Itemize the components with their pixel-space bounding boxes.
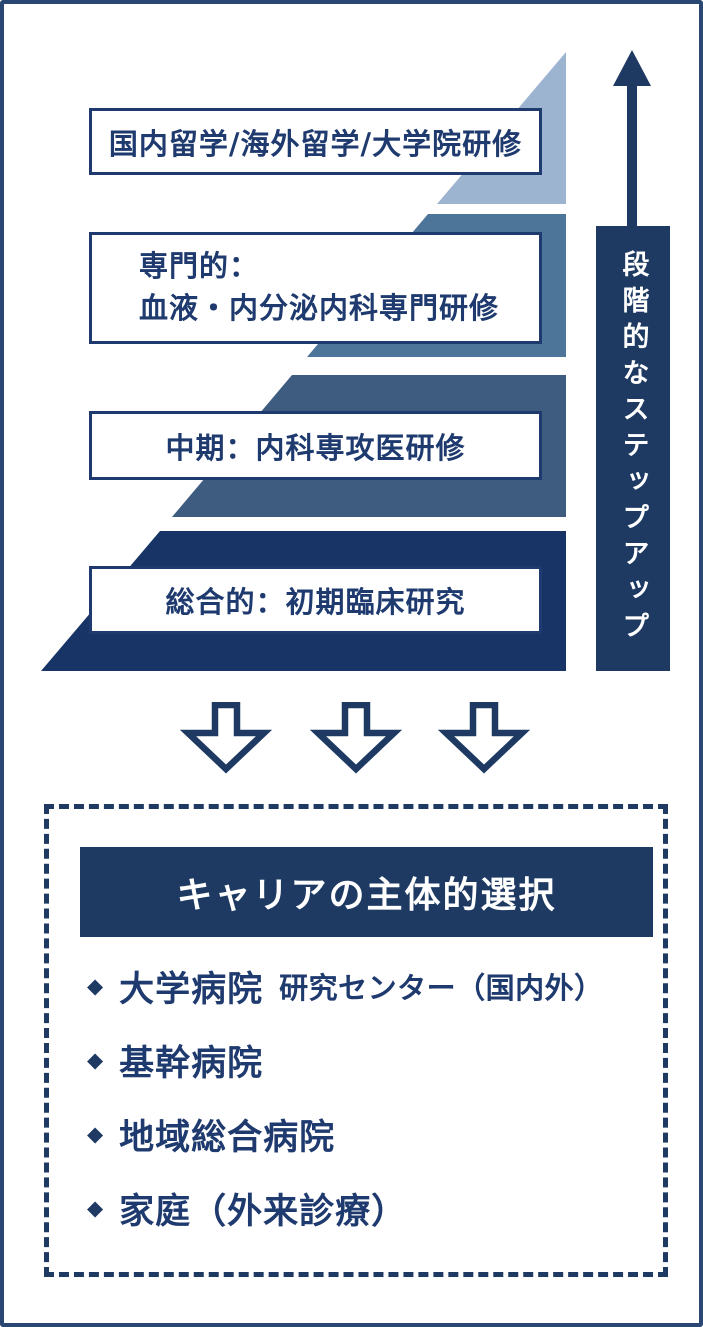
diamond-bullet-icon: ◆	[87, 1047, 104, 1072]
list-item: ◆ 大学病院 研究センター（国内外）	[87, 949, 647, 1023]
list-item: ◆ 基幹病院	[87, 1023, 647, 1097]
down-arrow-icon-3	[437, 702, 531, 774]
career-item-main: 家庭（外来診療）	[119, 1191, 408, 1232]
down-arrow-icon-2	[309, 702, 403, 774]
stepup-bar: 段階的なステップアップ	[596, 226, 670, 671]
up-arrow-head-icon	[613, 50, 651, 86]
step-label-box-middle: 中期：内科専攻医研修	[89, 411, 542, 480]
step-label-specialized-line2: 血液・内分泌内科専門研修	[139, 291, 500, 325]
stepup-bar-label: 段階的なステップアップ	[617, 249, 649, 648]
diamond-bullet-icon: ◆	[87, 1121, 104, 1146]
step-label-middle: 中期：内科専攻医研修	[165, 430, 466, 465]
career-item-main: 大学病院	[119, 969, 264, 1010]
down-arrows	[179, 702, 531, 774]
down-arrow-icon-1	[179, 702, 273, 774]
career-selection-box: キャリアの主体的選択 ◆ 大学病院 研究センター（国内外） ◆ 基幹病院 ◆ 地…	[44, 804, 668, 1277]
step-label-specialized-line1: 専門的：	[139, 249, 260, 284]
step-label-box-specialized: 専門的： 血液・内分泌内科専門研修	[89, 232, 542, 344]
career-item-main: 基幹病院	[119, 1043, 264, 1084]
career-selection-header: キャリアの主体的選択	[80, 847, 653, 937]
step-label-box-top: 国内留学/海外留学/大学院研修	[89, 108, 542, 175]
step-label-box-general: 総合的：初期臨床研究	[89, 566, 542, 634]
diamond-bullet-icon: ◆	[87, 973, 104, 998]
career-item-main: 地域総合病院	[119, 1117, 336, 1158]
diamond-bullet-icon: ◆	[87, 1195, 104, 1220]
list-item: ◆ 地域総合病院	[87, 1097, 647, 1171]
list-item: ◆ 家庭（外来診療）	[87, 1171, 647, 1245]
career-options-list: ◆ 大学病院 研究センター（国内外） ◆ 基幹病院 ◆ 地域総合病院 ◆ 家庭（…	[87, 949, 647, 1245]
up-arrow-stem	[627, 80, 637, 228]
step-label-general: 総合的：初期臨床研究	[165, 585, 466, 619]
step-label-top: 国内留学/海外留学/大学院研修	[108, 126, 523, 161]
career-selection-title: キャリアの主体的選択	[176, 875, 557, 916]
career-item-sub: 研究センター（国内外）	[279, 971, 604, 1005]
